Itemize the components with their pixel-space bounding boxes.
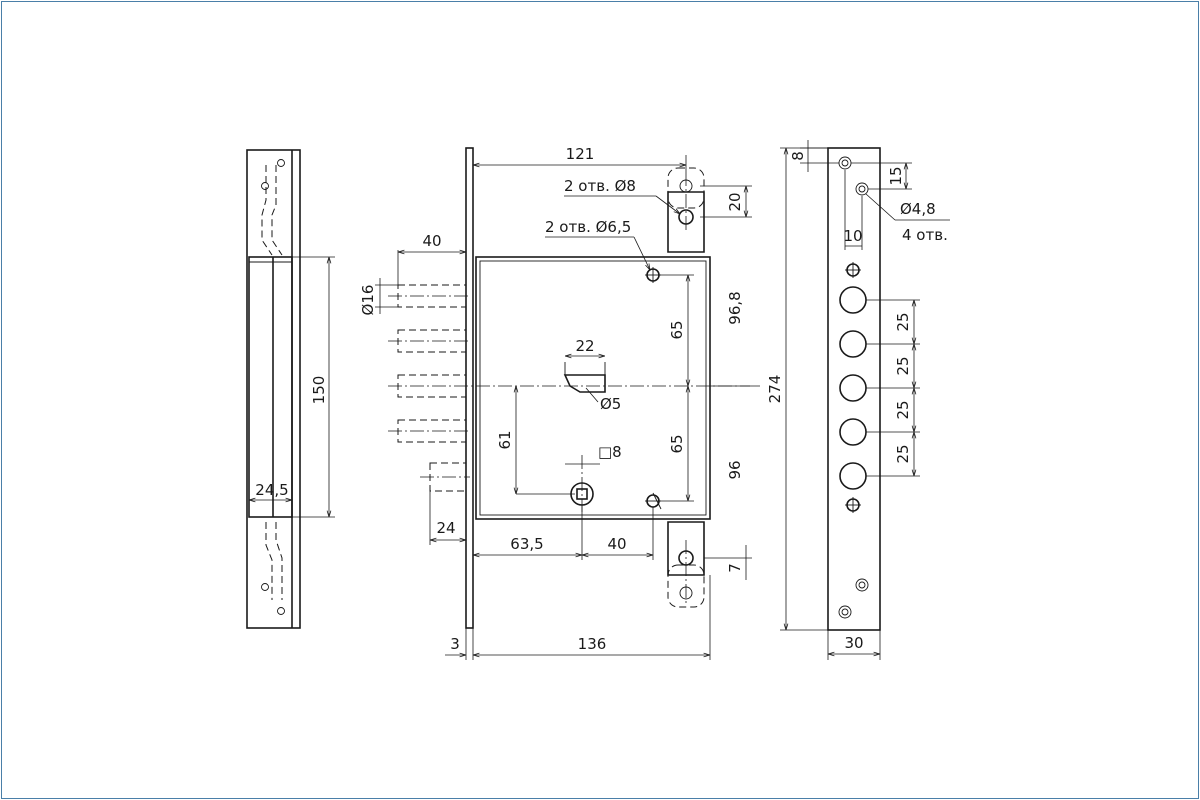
cam [563, 374, 606, 393]
dim-30: 30 [844, 634, 863, 652]
dim-96-8: 96,8 [726, 291, 744, 324]
dim-20: 20 [726, 192, 744, 211]
dim-22: 22 [575, 337, 594, 355]
faceplate-view: 8 15 Ø4,8 4 отв. 10 274 25 25 25 25 [766, 140, 950, 660]
bolt-hole-5 [839, 462, 867, 490]
dim-274: 274 [766, 375, 784, 404]
side-view: 150 24,5 [246, 149, 335, 629]
dim-65-a: 65 [668, 320, 686, 339]
dim-3: 3 [450, 635, 460, 653]
label-holes-4: 4 отв. [902, 226, 948, 244]
dim-25-d: 25 [894, 444, 912, 463]
dim-15: 15 [887, 166, 905, 185]
dim-25-b: 25 [894, 356, 912, 375]
dim-24-5: 24,5 [255, 481, 288, 499]
dim-10: 10 [843, 227, 862, 245]
dim-96: 96 [726, 460, 744, 479]
dim-150: 150 [310, 376, 328, 405]
label-holes-6-5: 2 отв. Ø6,5 [545, 218, 631, 236]
dim-8: 8 [789, 151, 807, 161]
side-faceplate [246, 149, 301, 629]
bolt-hole-3 [839, 374, 867, 402]
dim-d5: Ø5 [600, 395, 621, 413]
dim-65-b: 65 [668, 434, 686, 453]
dim-d16: Ø16 [359, 285, 377, 316]
side-body [248, 256, 293, 518]
dim-square-8: □8 [598, 443, 622, 461]
lock-body [475, 256, 711, 520]
dim-121: 121 [566, 145, 595, 163]
dim-136: 136 [578, 635, 607, 653]
front-view: 121 2 отв. Ø8 2 отв. Ø6,5 20 40 Ø16 22 Ø… [359, 145, 760, 660]
dim-d4-8: Ø4,8 [900, 200, 936, 218]
dim-25-a: 25 [894, 312, 912, 331]
dim-40-top: 40 [422, 232, 441, 250]
dim-24: 24 [436, 519, 455, 537]
bolt-hole-1 [839, 286, 867, 314]
dim-63-5: 63,5 [510, 535, 543, 553]
dim-25-c: 25 [894, 400, 912, 419]
label-holes-8: 2 отв. Ø8 [564, 177, 636, 195]
bolt-hole-2 [839, 330, 867, 358]
dim-61: 61 [496, 430, 514, 449]
front-faceplate [465, 147, 474, 629]
bolt-hole-4 [839, 418, 867, 446]
dim-40-bottom: 40 [607, 535, 626, 553]
dim-7: 7 [726, 563, 744, 573]
faceplate-front [827, 147, 881, 631]
